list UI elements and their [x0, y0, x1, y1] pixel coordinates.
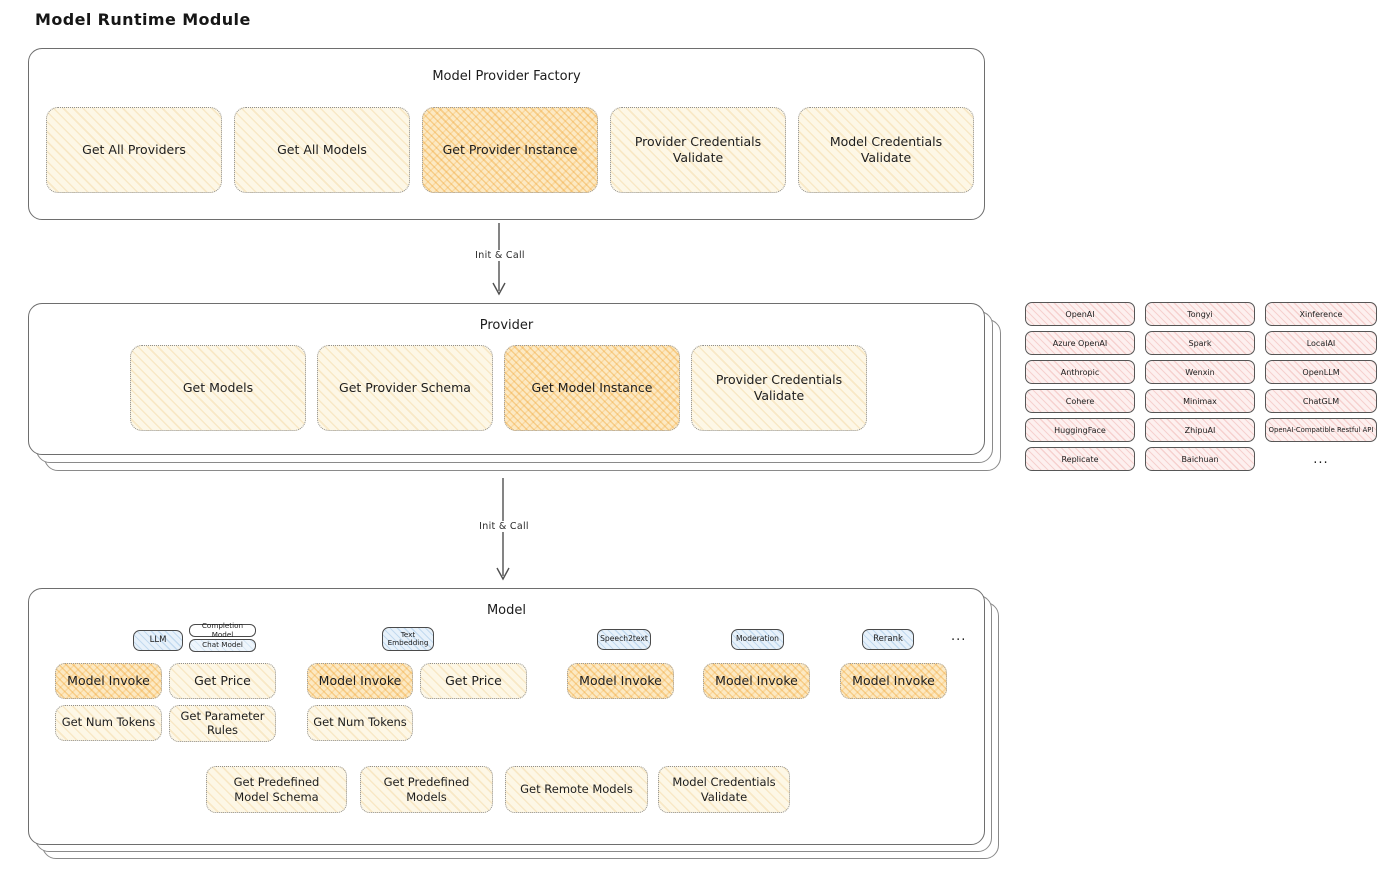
llm-get-price: Get Price — [169, 663, 276, 699]
model-box: Model LLM Completion Model Chat Model Te… — [28, 588, 985, 845]
provider-chip-baichuan: Baichuan — [1145, 447, 1255, 471]
provider-chip-huggingface: HuggingFace — [1025, 418, 1135, 442]
tab-llm: LLM — [133, 630, 183, 651]
tabs-more-ellipsis: ... — [951, 629, 967, 644]
tab-rerank: Rerank — [862, 629, 914, 650]
factory-title: Model Provider Factory — [432, 69, 581, 84]
provider-chip-localai: LocalAI — [1265, 331, 1377, 355]
provider-chip-openai-compatible-restful-api: OpenAI-Compatible Restful API — [1265, 418, 1377, 442]
text-embedding-model-invoke: Model Invoke — [307, 663, 413, 699]
provider-chip-openai: OpenAI — [1025, 302, 1135, 326]
provider-chip-anthropic: Anthropic — [1025, 360, 1135, 384]
provider-list-more-ellipsis: ... — [1313, 451, 1329, 467]
provider-chip-zhipuai: ZhipuAI — [1145, 418, 1255, 442]
llm-get-num-tokens: Get Num Tokens — [55, 705, 162, 741]
shared-get-predefined-model-schema: Get Predefined Model Schema — [206, 766, 347, 813]
tab-text-embedding: Text Embedding — [382, 627, 434, 651]
arrow-factory-to-provider — [492, 223, 506, 296]
factory-item-provider-credentials-validate: Provider Credentials Validate — [610, 107, 786, 193]
provider-chip-minimax: Minimax — [1145, 389, 1255, 413]
factory-item-get-all-providers: Get All Providers — [46, 107, 222, 193]
factory-item-model-credentials-validate: Model Credentials Validate — [798, 107, 974, 193]
provider-item-provider-credentials-validate: Provider Credentials Validate — [691, 345, 867, 431]
tab-moderation: Moderation — [731, 629, 784, 650]
shared-get-remote-models: Get Remote Models — [505, 766, 648, 813]
provider-chip-replicate: Replicate — [1025, 447, 1135, 471]
arrow-label-init-call-1: Init & Call — [452, 250, 548, 261]
provider-chip-chatglm: ChatGLM — [1265, 389, 1377, 413]
arrow-label-init-call-2: Init & Call — [456, 521, 552, 532]
tab-chat-model: Chat Model — [189, 639, 256, 652]
provider-item-get-provider-schema: Get Provider Schema — [317, 345, 493, 431]
text-embedding-get-num-tokens: Get Num Tokens — [307, 705, 413, 741]
provider-title: Provider — [479, 318, 534, 333]
shared-model-credentials-validate: Model Credentials Validate — [658, 766, 790, 813]
provider-chip-xinference: Xinference — [1265, 302, 1377, 326]
llm-model-invoke: Model Invoke — [55, 663, 162, 699]
speech2text-model-invoke: Model Invoke — [567, 663, 674, 699]
shared-get-predefined-models: Get Predefined Models — [360, 766, 493, 813]
tab-completion-model: Completion Model — [189, 622, 256, 638]
provider-chip-openllm: OpenLLM — [1265, 360, 1377, 384]
page-title: Model Runtime Module — [35, 10, 251, 29]
rerank-model-invoke: Model Invoke — [840, 663, 947, 699]
text-embedding-get-price: Get Price — [420, 663, 527, 699]
provider-chip-azure-openai: Azure OpenAI — [1025, 331, 1135, 355]
provider-item-get-models: Get Models — [130, 345, 306, 431]
model-title: Model — [486, 603, 527, 618]
factory-item-get-all-models: Get All Models — [234, 107, 410, 193]
provider-item-get-model-instance: Get Model Instance — [504, 345, 680, 431]
factory-item-get-provider-instance: Get Provider Instance — [422, 107, 598, 193]
tab-speech2text: Speech2text — [597, 629, 651, 650]
moderation-model-invoke: Model Invoke — [703, 663, 810, 699]
provider-chip-cohere: Cohere — [1025, 389, 1135, 413]
llm-get-parameter-rules: Get Parameter Rules — [169, 705, 276, 742]
provider-chip-tongyi: Tongyi — [1145, 302, 1255, 326]
provider-chip-wenxin: Wenxin — [1145, 360, 1255, 384]
provider-chip-spark: Spark — [1145, 331, 1255, 355]
